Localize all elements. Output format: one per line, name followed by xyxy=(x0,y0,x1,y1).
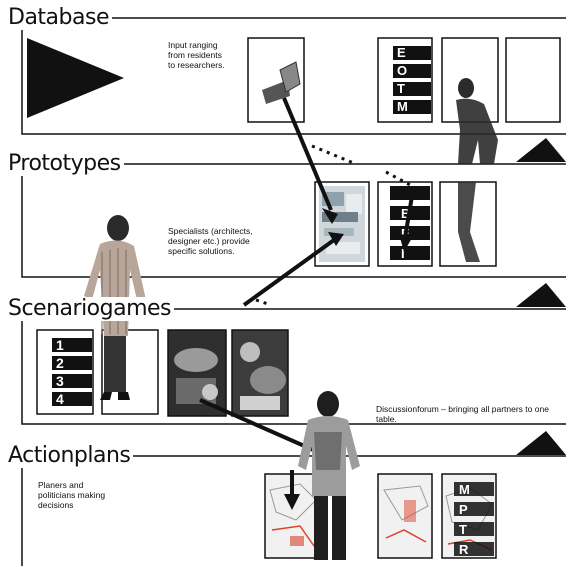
actionplans-letter: T xyxy=(459,522,467,537)
person-walking-silhouette xyxy=(456,78,498,262)
prototypes-letter: B xyxy=(401,206,410,221)
layer-title-database: Database xyxy=(8,6,112,30)
actionplans-letter: M xyxy=(459,482,470,497)
database-letter-bars xyxy=(393,46,431,114)
actionplans-map-2 xyxy=(377,473,433,559)
database-letter: T xyxy=(397,81,405,96)
actionplans-letter: R xyxy=(459,542,469,557)
person-standing-front xyxy=(298,391,360,560)
prototypes-note: Specialists (architects, designer etc.) … xyxy=(168,226,253,256)
laptop-icon xyxy=(262,61,301,104)
layer-frame-database xyxy=(21,17,566,135)
database-letter: E xyxy=(397,45,406,60)
connector-arrows xyxy=(199,97,415,510)
database-panel-empty-2 xyxy=(505,37,561,123)
scenariogames-number: 2 xyxy=(56,355,64,371)
dotted-connectors xyxy=(255,144,413,306)
corner-triangle-1 xyxy=(516,138,566,162)
scenariogames-number: 3 xyxy=(56,373,64,389)
scenariogames-photo-2 xyxy=(231,329,289,417)
scenariogames-photo-1 xyxy=(167,329,227,417)
layer-title-actionplans: Actionplans xyxy=(8,444,134,468)
actionplans-note: Planers and politicians making decisions xyxy=(38,480,106,510)
scenariogames-note: Discussionforum – bringing all partners … xyxy=(376,404,549,424)
person-standing-plaid-shirt xyxy=(84,215,146,400)
actionplans-letter: P xyxy=(459,502,468,517)
layer-title-scenariogames: Scenariogames xyxy=(8,297,175,321)
prototypes-letter: I xyxy=(401,246,405,261)
actionplans-letter-bars xyxy=(454,482,494,556)
layer-title-prototypes: Prototypes xyxy=(8,152,124,176)
scenariogames-numbers: 1 2 3 4 xyxy=(56,337,64,407)
corner-triangle-2 xyxy=(516,283,566,307)
database-note: Input ranging from residents to research… xyxy=(168,40,225,70)
scenariogames-number: 1 xyxy=(56,337,64,353)
direction-triangle xyxy=(27,38,124,118)
scenariogames-number-bars xyxy=(52,338,92,406)
scenariogames-number: 4 xyxy=(56,391,64,407)
database-letter: O xyxy=(397,63,407,78)
database-letter: M xyxy=(397,99,408,114)
corner-triangle-3 xyxy=(516,431,566,455)
